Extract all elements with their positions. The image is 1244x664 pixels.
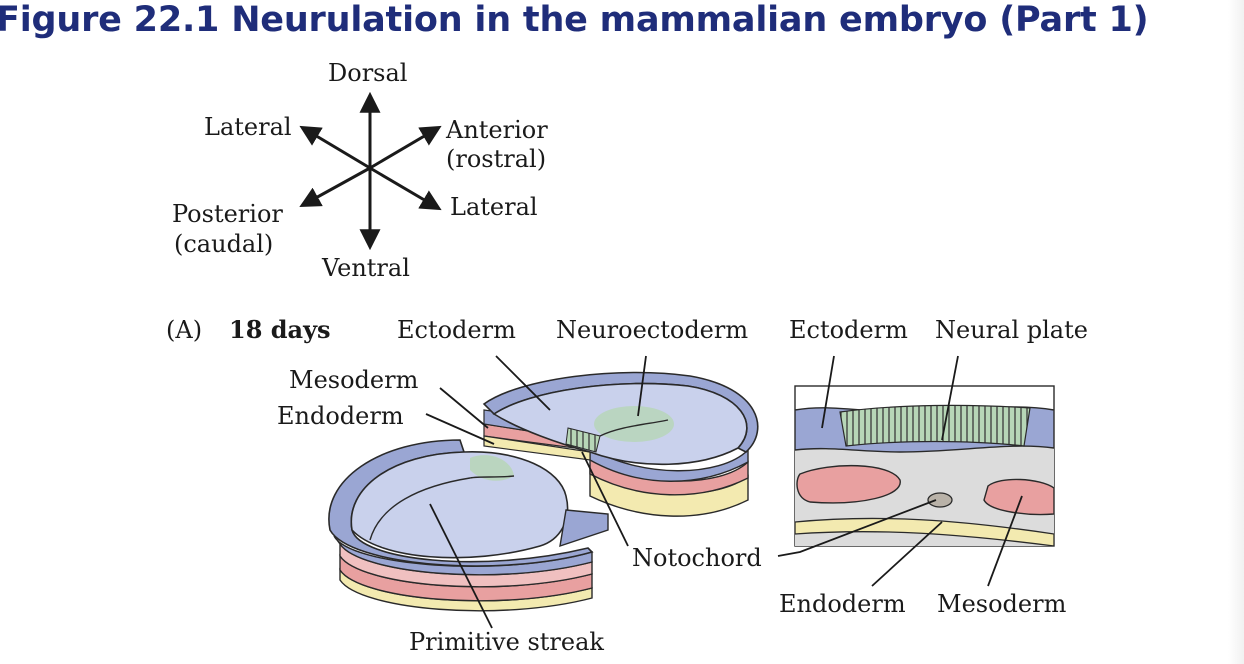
label-dorsal: Dorsal bbox=[328, 59, 408, 87]
label-anterior: Anterior bbox=[446, 116, 548, 144]
label-anterior-alt: (rostral) bbox=[446, 145, 547, 173]
page-edge bbox=[1228, 0, 1244, 664]
label-neuroectoderm: Neuroectoderm bbox=[556, 316, 749, 344]
label-posterior-alt: (caudal) bbox=[174, 230, 274, 258]
section-label-mesoderm: Mesoderm bbox=[937, 590, 1067, 618]
panel-letter: (A) bbox=[166, 316, 203, 344]
label-ectoderm-top: Ectoderm bbox=[397, 316, 516, 344]
label-lateral-right: Lateral bbox=[450, 193, 538, 221]
label-posterior: Posterior bbox=[172, 200, 283, 228]
label-primitive-streak: Primitive streak bbox=[409, 628, 604, 656]
section-label-neural-plate: Neural plate bbox=[935, 316, 1088, 344]
label-notochord: Notochord bbox=[632, 544, 762, 572]
figure-title: Figure 22.1 Neurulation in the mammalian… bbox=[0, 0, 1149, 40]
label-endoderm: Endoderm bbox=[277, 402, 404, 430]
embryo-posterior-piece bbox=[328, 439, 609, 612]
label-mesoderm: Mesoderm bbox=[289, 366, 419, 394]
section-label-ectoderm: Ectoderm bbox=[789, 316, 908, 344]
section-label-endoderm: Endoderm bbox=[779, 590, 906, 618]
panel-stage: 18 days bbox=[229, 315, 331, 344]
embryo-anterior-piece bbox=[482, 371, 759, 517]
label-lateral-left: Lateral bbox=[204, 113, 292, 141]
leader-lines bbox=[425, 355, 1023, 629]
cross-section bbox=[794, 385, 1055, 547]
label-ventral: Ventral bbox=[322, 254, 410, 282]
orientation-compass bbox=[299, 91, 442, 251]
